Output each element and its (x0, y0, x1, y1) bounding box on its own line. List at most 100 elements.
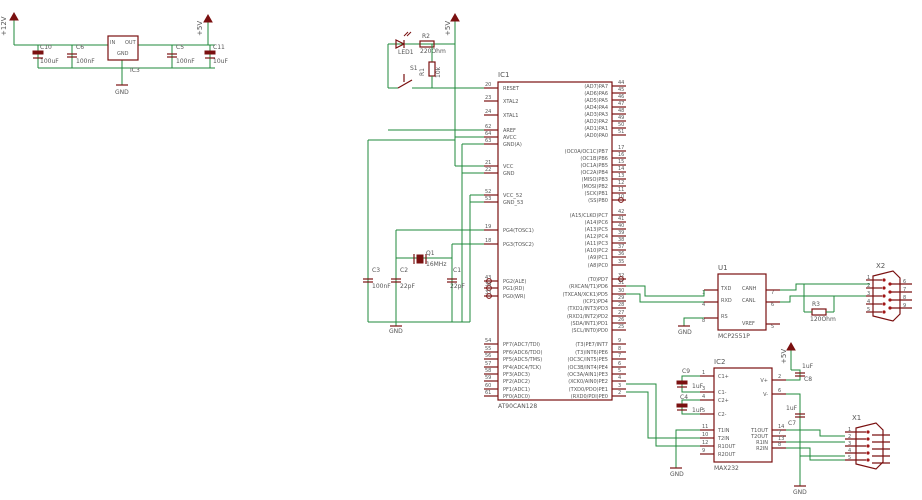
x2-pin-number: 8 (903, 295, 906, 301)
db9-connector-icon (872, 270, 901, 322)
r1-name: R1 (419, 68, 426, 76)
mcu-pin-label: (T3)INT6)PE6 (575, 350, 608, 356)
mcu-pin-number: 58 (485, 368, 491, 374)
mcu-pin-number: 31 (618, 280, 624, 286)
c7-value: 1uF (786, 405, 798, 412)
mcu-pin-number: 28 (618, 302, 624, 308)
mcu-pin-number: 36 (618, 251, 624, 257)
mcu-pin-label: (AD6)PA6 (584, 91, 608, 97)
mcu-pin-number: 11 (618, 187, 624, 193)
mcu-pin-label: (OC3C/INT5)PE5 (568, 357, 609, 363)
c2-value: 22pF (400, 283, 415, 290)
mcu-pin-label: (AD7)PA7 (584, 84, 608, 90)
mcu-pin-number: 22 (485, 167, 491, 173)
mcu-pin-label: (OC1B)PB6 (580, 156, 608, 162)
mcu-pin-number: 37 (618, 244, 624, 250)
mcu-pin-label: PG0(WR) (503, 294, 525, 300)
r2-value: 220Ohm (420, 48, 446, 55)
connector-pin (866, 444, 870, 448)
max232-pin-number: 7 (778, 430, 781, 436)
mcu-pin-number: 35 (618, 259, 624, 265)
max232-pin-label: T1OUT (750, 428, 769, 434)
mcu-pin-number: 54 (485, 338, 491, 344)
connector-pin (866, 451, 870, 455)
c1-value: 22pF (450, 283, 465, 290)
mcu-pin-label: PG3(TOSC2) (503, 242, 534, 248)
mcu-pin-label: (SDA/INT1)PD1 (571, 321, 608, 327)
mcu-pin-number: 26 (618, 317, 624, 323)
mcu-pin-number: 19 (485, 224, 491, 230)
mcu-pin-number: 17 (618, 145, 624, 151)
pin-terminal (486, 293, 492, 299)
max232-pin-label: C1- (718, 390, 727, 396)
connector-pin (882, 294, 886, 298)
mcu-pin-number: 30 (618, 288, 624, 294)
u1-pin-canh: CANH (742, 286, 757, 292)
c9-name: C9 (682, 368, 690, 375)
mcu-pin-number: 16 (618, 152, 624, 158)
mcu-pin-label: (OC1A)PB5 (580, 163, 608, 169)
pin-terminal (618, 276, 624, 282)
max232-pin-label: V+ (760, 378, 768, 384)
q1-name: Q1 (426, 250, 435, 257)
mcu-pin-label: (TXCAN/XCK1)PD5 (563, 292, 608, 298)
mcu-pin-label: PF5(ADC5/TMS) (503, 357, 542, 363)
max232-pin-label: R2IN (756, 446, 768, 452)
mcu-pin-label: RESET (503, 86, 520, 92)
mcu-pin-label: PG1(RD) (503, 286, 524, 292)
max232-pin-number: 8 (778, 442, 781, 448)
max232-pin-label: C2+ (718, 398, 729, 404)
max232-pin-label: V- (763, 392, 768, 398)
mcu-pin-number: 24 (485, 109, 491, 115)
mcu-pin-label: VCC_52 (503, 193, 522, 199)
max232-pin-label: T2IN (717, 436, 730, 442)
mcu-pin-number: 12 (618, 180, 624, 186)
mcu-name: IC1 (498, 71, 509, 79)
mcu-pin-number: 21 (485, 160, 491, 166)
mcu-pin-label: (A13)PC5 (585, 227, 608, 233)
mcu-ic1: IC1 AT90CAN128 RESET20XTAL223XTAL124AREF… (484, 71, 626, 410)
mcu-pin-number: 64 (485, 131, 491, 137)
max232-pin-label: T1IN (717, 428, 730, 434)
max232-pin-label: R1OUT (718, 444, 736, 450)
mcu-pin-number: 3 (618, 383, 621, 389)
max232-pin-number: 3 (702, 386, 705, 392)
u1-num-canl: 6 (771, 302, 774, 308)
x2-pin-number: 9 (903, 303, 906, 309)
mcu-pin-label: (XCK0/AIN0)PE2 (568, 379, 608, 385)
mcu-pin-number: 41 (618, 216, 624, 222)
regulator-pin-gnd: GND (117, 51, 129, 57)
u1-pin-txd: TXD (720, 286, 731, 292)
mcu-pin-label: (TXD0/PDO)PE1 (569, 387, 608, 393)
mcu-pin-label: VCC (503, 164, 514, 170)
mcu-pin-label: (RXD1/INT2)PD2 (567, 314, 608, 320)
mcu-pin-label: (ICP1)PD4 (583, 299, 608, 305)
max232-pin-label: C2- (718, 412, 727, 418)
mcu-pin-label: PF1(ADC1) (503, 387, 530, 393)
supply-arrow-icon (203, 13, 213, 23)
u1-pin-rxd: RXD (721, 298, 732, 304)
max232-pin-label: R1IN (756, 440, 768, 446)
gnd-label-c: GND (678, 329, 692, 336)
mcu-pin-number: 7 (618, 353, 621, 359)
x2-pin-number: 7 (903, 287, 906, 293)
reset-section: +5V LED1 R2 220Ohm R1 10k S1 (387, 12, 484, 89)
max232-pin-label: T2OUT (750, 434, 769, 440)
mcu-pin-label: (T3)PE7/INT7 (575, 342, 608, 348)
mcu-pin-label: (A10)PC2 (585, 248, 608, 254)
mcu-pin-number: 33 (485, 290, 491, 296)
c2-name: C2 (400, 267, 408, 274)
mcu-pin-label: PG4(TOSC1) (503, 228, 534, 234)
u1-pin-vref: VREF (742, 321, 755, 327)
mcu-power-wiring (367, 44, 484, 322)
x1-pin-number: 5 (848, 455, 851, 461)
connector-pin (888, 306, 892, 310)
c3-value: 100nF (372, 283, 391, 290)
x2-pin-number: 6 (903, 279, 906, 285)
mcu-pin-label: AREF (503, 128, 516, 134)
mcu-pin-number: 29 (618, 295, 624, 301)
x1-pin-number: 3 (848, 441, 851, 447)
